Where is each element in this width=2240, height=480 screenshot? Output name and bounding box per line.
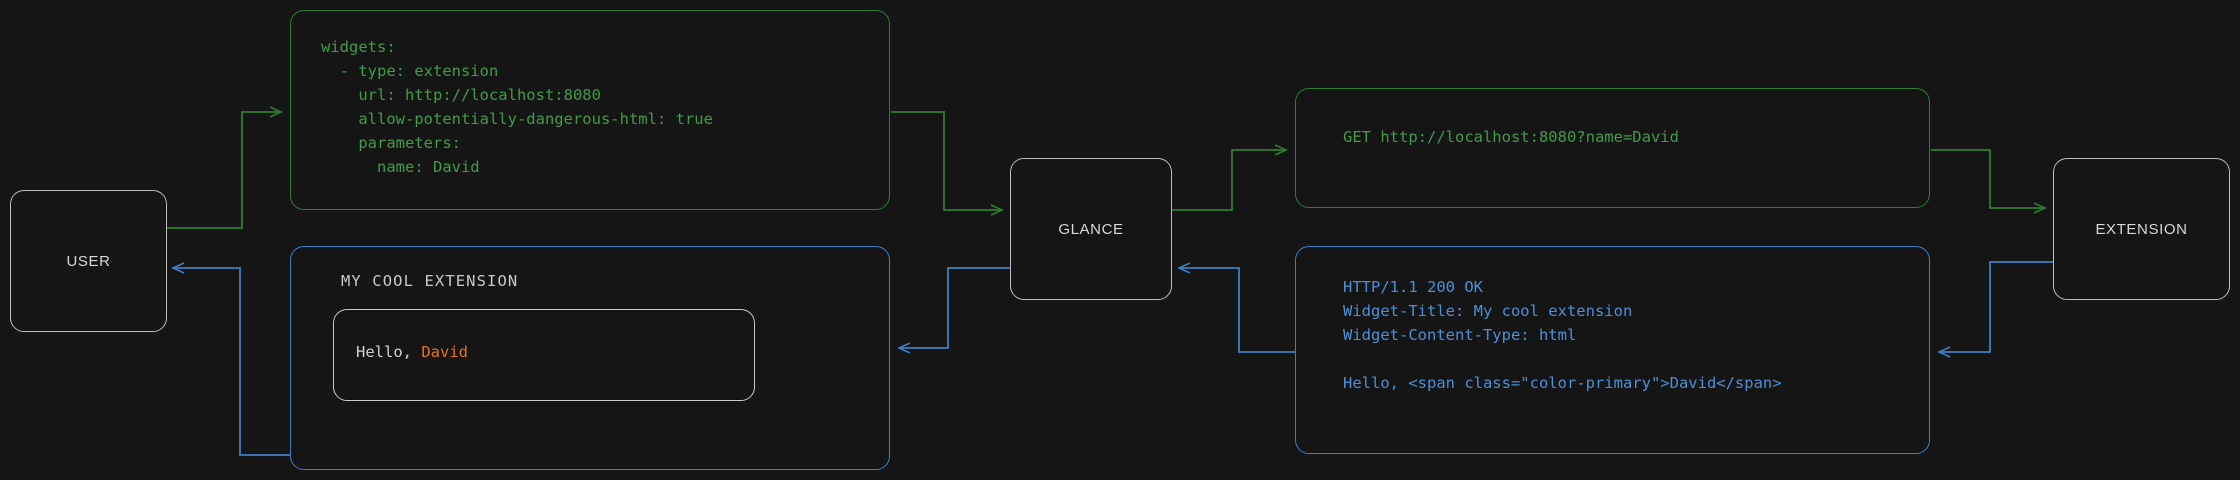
wire-widget-to-user <box>171 262 290 456</box>
http-response-panel: HTTP/1.1 200 OK Widget-Title: My cool ex… <box>1295 246 1930 454</box>
http-request-code: GET http://localhost:8080?name=David <box>1343 128 1679 146</box>
http-request-panel: GET http://localhost:8080?name=David <box>1295 88 1930 208</box>
wire-glance-to-widget <box>897 267 1010 354</box>
yaml-config-code: widgets: - type: extension url: http://l… <box>321 38 713 176</box>
wire-config-to-glance <box>891 111 1004 216</box>
yaml-config-panel: widgets: - type: extension url: http://l… <box>290 10 890 210</box>
node-extension[interactable]: EXTENSION <box>2053 158 2230 300</box>
wire-user-to-config <box>166 106 283 229</box>
rendered-widget-panel: MY COOL EXTENSION Hello, David <box>290 246 890 470</box>
widget-title: MY COOL EXTENSION <box>341 272 519 290</box>
wire-request-to-extension <box>1931 149 2047 214</box>
node-user[interactable]: USER <box>10 190 167 332</box>
widget-greeting-line: Hello, David <box>356 343 468 361</box>
node-glance-label: GLANCE <box>1058 220 1124 238</box>
node-extension-label: EXTENSION <box>2095 220 2188 238</box>
http-response-code: HTTP/1.1 200 OK Widget-Title: My cool ex… <box>1343 278 1782 392</box>
widget-body-card: Hello, David <box>333 309 755 401</box>
widget-greeting-value: David <box>421 343 468 361</box>
wire-extension-to-response <box>1937 261 2053 358</box>
wire-glance-to-request <box>1171 144 1288 211</box>
node-user-label: USER <box>66 252 111 270</box>
widget-greeting-text: Hello, <box>356 343 422 361</box>
node-glance[interactable]: GLANCE <box>1010 158 1172 300</box>
wire-response-to-glance <box>1177 262 1295 353</box>
